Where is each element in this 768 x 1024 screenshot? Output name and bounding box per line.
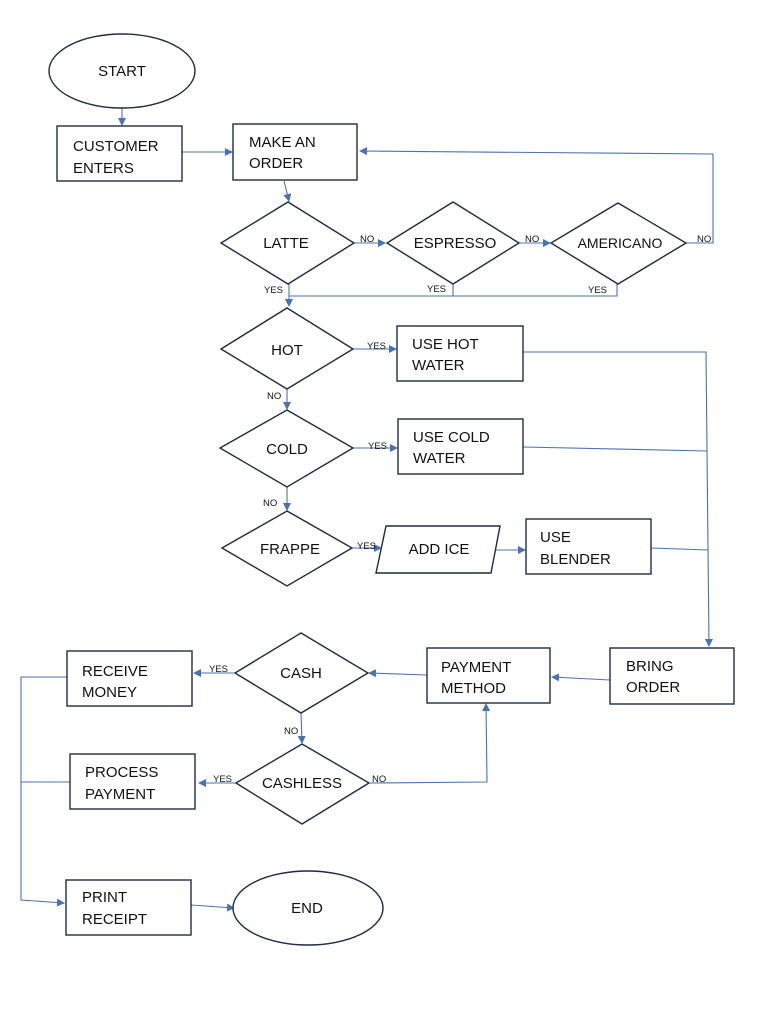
customer-enters-label-line1: CUSTOMER xyxy=(73,138,159,155)
label-frappe-yes: YES xyxy=(357,541,376,552)
bring-order-process: BRING ORDER xyxy=(609,647,735,705)
edge-print-to-end xyxy=(190,903,235,912)
hot-label: HOT xyxy=(271,342,303,359)
process-payment-label-line2: PAYMENT xyxy=(85,786,155,803)
label-americano-no: NO xyxy=(697,234,711,245)
label-hot-yes: YES xyxy=(367,341,386,352)
edge-receive-to-print xyxy=(20,676,68,907)
edge-use-hot-to-bring xyxy=(523,351,713,647)
cash-decision: CASH xyxy=(233,632,370,714)
edge-yes-merge xyxy=(289,284,618,297)
edge-labels: NO NO NO YES YES YES YES NO YES NO YES Y… xyxy=(209,234,711,785)
make-order-label-line1: MAKE AN xyxy=(249,134,316,151)
start-terminal: START xyxy=(48,33,196,109)
use-blender-process: USE BLENDER xyxy=(525,518,652,575)
bring-order-label-line1: BRING xyxy=(626,658,674,675)
cashless-decision: CASHLESS xyxy=(234,743,371,825)
espresso-decision: ESPRESSO xyxy=(385,201,521,285)
receive-money-process: RECEIVE MONEY xyxy=(66,650,193,707)
label-cash-yes: YES xyxy=(209,664,228,675)
bring-order-label-line2: ORDER xyxy=(626,679,680,696)
process-payment-process: PROCESS PAYMENT xyxy=(69,753,196,810)
latte-decision: LATTE xyxy=(219,201,356,285)
label-cash-no: NO xyxy=(284,726,298,737)
customer-enters-label-line2: ENTERS xyxy=(73,160,134,177)
use-blender-label-line1: USE xyxy=(540,529,571,546)
label-cold-no: NO xyxy=(263,498,277,509)
latte-label: LATTE xyxy=(263,235,309,252)
edge-cash-to-cashless xyxy=(297,712,306,744)
label-latte-yes: YES xyxy=(264,285,283,296)
hot-decision: HOT xyxy=(219,307,355,390)
connectors xyxy=(20,108,714,912)
customer-enters-process: CUSTOMER ENTERS xyxy=(56,125,183,182)
make-order-process: MAKE AN ORDER xyxy=(232,123,358,181)
cash-label: CASH xyxy=(280,665,322,682)
label-cashless-no: NO xyxy=(372,774,386,785)
label-cold-yes: YES xyxy=(368,441,387,452)
add-ice-label: ADD ICE xyxy=(409,541,470,558)
print-receipt-label-line1: PRINT xyxy=(82,889,127,906)
edge-use-cold-to-bus xyxy=(522,446,708,452)
end-terminal: END xyxy=(232,870,384,946)
frappe-decision: FRAPPE xyxy=(220,510,354,587)
label-espresso-yes: YES xyxy=(427,284,446,295)
edge-payment-to-cash xyxy=(368,669,428,678)
use-blender-label-line2: BLENDER xyxy=(540,551,611,568)
make-order-label-line2: ORDER xyxy=(249,155,303,172)
edge-cashless-no-to-payment xyxy=(368,703,491,784)
payment-method-label-line1: PAYMENT xyxy=(441,659,511,676)
print-receipt-label-line2: RECEIPT xyxy=(82,911,147,928)
use-cold-water-process: USE COLD WATER xyxy=(397,418,524,475)
label-cashless-yes: YES xyxy=(213,774,232,785)
receive-money-label-line1: RECEIVE xyxy=(82,663,148,680)
use-hot-water-label-line2: WATER xyxy=(412,357,465,374)
use-cold-water-label-line2: WATER xyxy=(413,450,466,467)
add-ice-io: ADD ICE xyxy=(375,525,501,574)
start-label: START xyxy=(98,63,146,80)
label-hot-no: NO xyxy=(267,391,281,402)
edge-americano-no-loop xyxy=(359,147,714,244)
label-latte-no: NO xyxy=(360,234,374,245)
cashless-label: CASHLESS xyxy=(262,775,342,792)
edge-blender-to-bus xyxy=(650,547,709,551)
espresso-label: ESPRESSO xyxy=(414,235,497,252)
process-payment-label-line1: PROCESS xyxy=(85,764,158,781)
receive-money-label-line2: MONEY xyxy=(82,684,137,701)
edge-bring-to-payment xyxy=(551,673,611,682)
use-cold-water-label-line1: USE COLD xyxy=(413,429,490,446)
print-receipt-process: PRINT RECEIPT xyxy=(65,879,192,936)
payment-method-label-line2: METHOD xyxy=(441,680,506,697)
use-hot-water-label-line1: USE HOT xyxy=(412,336,479,353)
cold-label: COLD xyxy=(266,441,308,458)
payment-method-process: PAYMENT METHOD xyxy=(426,647,551,704)
label-espresso-no: NO xyxy=(525,234,539,245)
edge-make-order-to-latte xyxy=(283,180,292,202)
cold-decision: COLD xyxy=(218,409,355,488)
label-americano-yes: YES xyxy=(588,285,607,296)
use-hot-water-process: USE HOT WATER xyxy=(396,325,524,382)
frappe-label: FRAPPE xyxy=(260,541,320,558)
americano-decision: AMERICANO xyxy=(549,202,688,285)
americano-label: AMERICANO xyxy=(578,235,663,251)
end-label: END xyxy=(291,900,323,917)
